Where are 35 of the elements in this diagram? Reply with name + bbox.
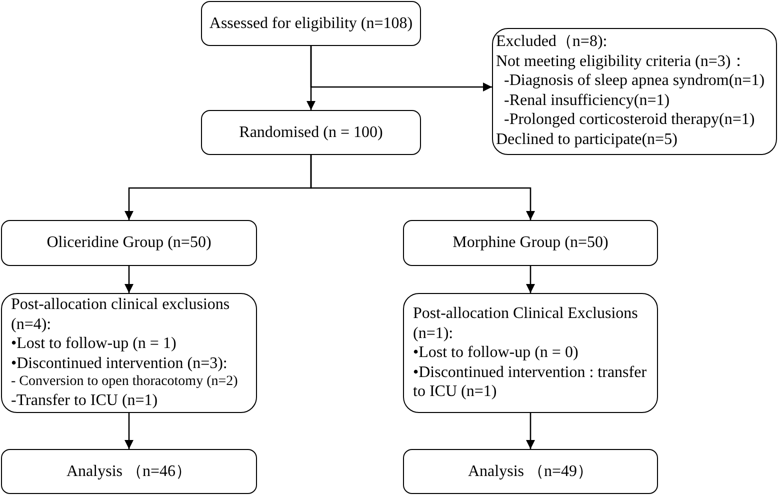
box-label: Analysis （n=46）: [66, 462, 192, 482]
process-box: [403, 220, 658, 266]
box-label: Randomised (n = 100): [239, 122, 383, 142]
process-box: [1, 449, 257, 494]
exclusion-box: [403, 293, 658, 413]
box-label: Assessed for eligibility (n=108): [209, 14, 413, 34]
arrow: [124, 413, 134, 449]
list-heading: Post-allocation clinical exclusions (n=4):: [11, 295, 231, 334]
list-item: •Discontinued intervention : transfer to ICU (n=1): [413, 362, 648, 402]
process-box: [201, 1, 421, 46]
arrow: [310, 46, 492, 92]
list-item: Declined to participate(n=5): [496, 130, 678, 149]
list-item: •Discontinued intervention (n=3):: [11, 354, 228, 373]
list-item: •Lost to follow-up (n = 0): [413, 343, 580, 362]
exclusion-box: [492, 28, 777, 155]
process-box: [201, 110, 421, 155]
list-item: - Conversion to open thoracotomy (n=2): [11, 373, 239, 391]
list-item: -Renal insufficiency(n=1): [503, 90, 671, 110]
process-box: [403, 449, 658, 494]
arrow: [526, 266, 535, 293]
box-label: Oliceridine Group (n=50): [46, 233, 212, 253]
box-label: Analysis （n=49）: [468, 462, 594, 482]
arrow: [526, 413, 535, 449]
arrow: [310, 155, 535, 220]
list-item: -Prolonged corticosteroid therapy(n=1): [503, 110, 756, 130]
list-item: -Diagnosis of sleep apnea syndrom(n=1): [503, 71, 766, 90]
list-heading: Excluded（n=8):: [496, 32, 608, 52]
exclusion-box: [1, 293, 257, 413]
list-item: Not meeting eligibility criteria (n=3)：: [496, 52, 748, 71]
process-box: [1, 220, 257, 266]
list-item: -Transfer to ICU (n=1): [11, 391, 159, 410]
list-heading: Post-allocation Clinical Exclusions (n=1):: [413, 304, 639, 343]
box-label: Morphine Group (n=50): [452, 233, 608, 253]
arrow: [124, 266, 134, 293]
list-item: •Lost to follow-up (n = 1): [11, 334, 178, 354]
